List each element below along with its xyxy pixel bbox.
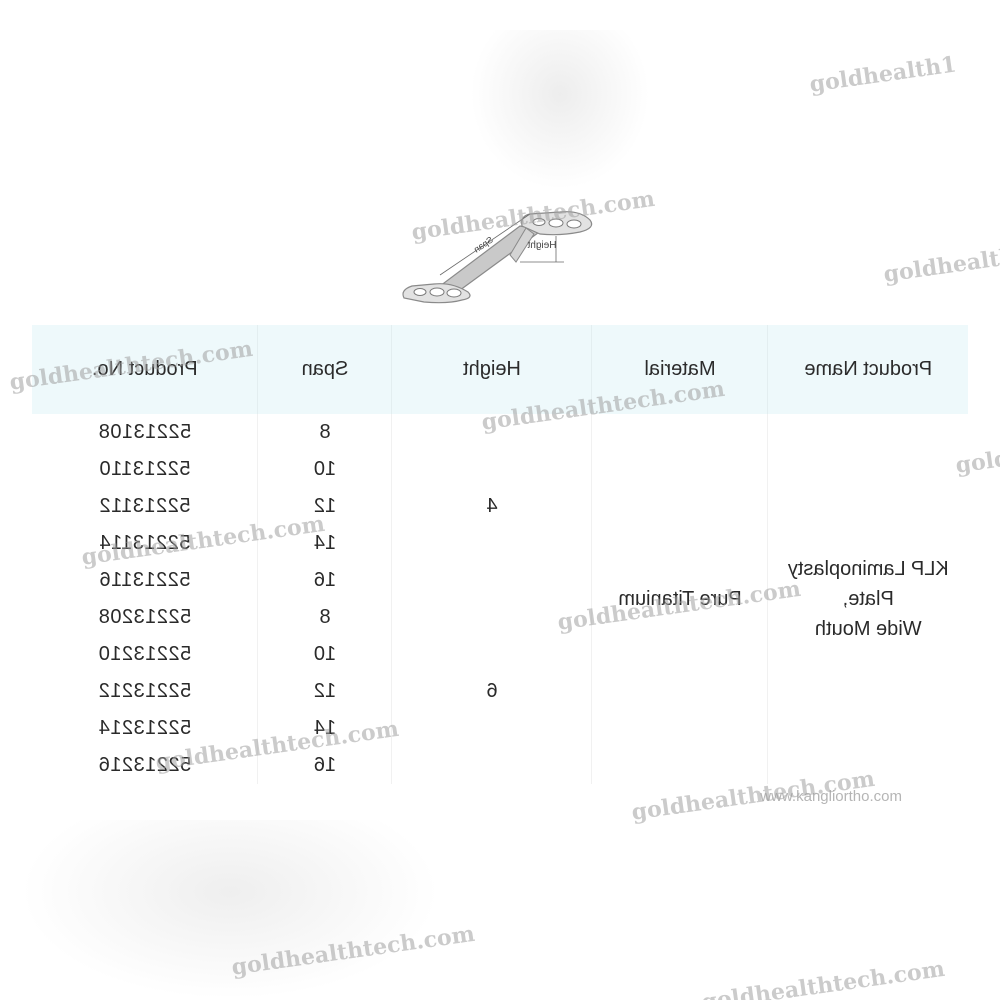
span-cell: 10 (258, 636, 392, 673)
plate-tail (509, 227, 535, 263)
material-cell: Pure Titanium (592, 414, 768, 784)
plate-hole (413, 288, 427, 296)
table-header-row: Product Name Material Height Span Produc… (32, 325, 968, 414)
product-no-cell: 52213212 (98, 680, 192, 702)
website-url: www.kangliortho.com (760, 788, 902, 805)
span-cell: 8 (258, 599, 392, 636)
product-name-line: KLP Laminoplasty (787, 558, 949, 580)
span-cell: 16 (258, 562, 392, 599)
span-cell: 12 (258, 673, 392, 710)
plate-hole (548, 218, 564, 228)
product-no-cell: 52213208 (98, 606, 192, 628)
height-cell: 6 (392, 599, 592, 784)
span-cell: 10 (258, 451, 392, 488)
height-cell: 4 (392, 414, 592, 599)
plate-hole (566, 219, 582, 229)
laminoplasty-plate-diagram: Span Height (402, 211, 593, 304)
span-cell: 14 (258, 525, 392, 562)
product-no-cell: 52213112 (99, 495, 191, 517)
header-span: Span (258, 325, 392, 414)
height-label: Height (527, 240, 556, 251)
span-cell: 8 (258, 414, 392, 451)
table-row: KLP Laminoplasty Plate, Wide Mouth Pure … (32, 414, 968, 784)
product-no-cell: 52213214 (98, 717, 192, 739)
span-cell: 16 (258, 747, 392, 784)
product-no-cell: 52213114 (99, 532, 191, 554)
plate-hole (532, 218, 546, 226)
specification-table: Product Name Material Height Span Produc… (32, 325, 968, 784)
product-no-cell: 52213108 (98, 421, 192, 443)
product-name-cell: KLP Laminoplasty Plate, Wide Mouth (768, 414, 968, 784)
product-no-cell: 52213116 (99, 569, 191, 591)
product-name-line: Plate, (842, 588, 894, 610)
header-height: Height (392, 325, 592, 414)
plate-illustration (402, 211, 593, 304)
header-product-name: Product Name (768, 325, 968, 414)
product-no-cell: 52213216 (98, 754, 192, 776)
span-cell: 12 (258, 488, 392, 525)
header-product-no: Product No. (32, 325, 258, 414)
product-name-line: Wide Mouth (814, 618, 922, 640)
product-no-cell: 52213210 (98, 643, 192, 665)
plate-hole (429, 287, 445, 297)
span-dimension-line (439, 213, 531, 276)
span-cell: 14 (258, 710, 392, 747)
header-material: Material (592, 325, 768, 414)
product-no-cell: 52213110 (99, 458, 191, 480)
plate-hole (446, 288, 462, 298)
